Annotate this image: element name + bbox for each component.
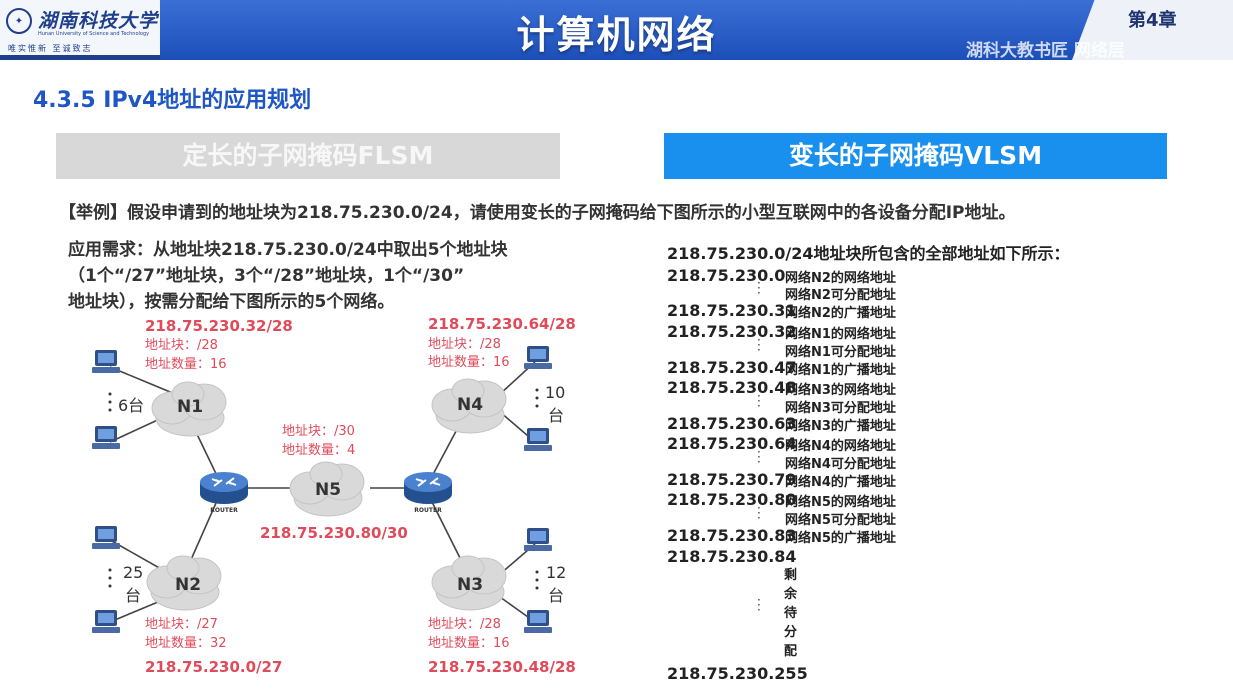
university-seal-icon: ✦ — [6, 8, 32, 34]
address-description: 网络N4可分配地址 — [785, 457, 896, 472]
network-topology-diagram: N1 N2 N3 N4 N5 ROUTER ROUTER 6台 25 台 12 … — [92, 315, 576, 676]
n1-address-block: 218.75.230.32/28 — [145, 317, 293, 335]
router-label: ROUTER — [210, 507, 238, 514]
address-value: 218.75.230.0 — [667, 266, 786, 285]
address-description: 网络N1的广播地址 — [785, 363, 896, 378]
n4-block-size: 地址块：/28 — [428, 337, 501, 352]
router-icon — [403, 471, 453, 505]
address-value: 218.75.230.84 — [667, 547, 797, 566]
chapter-label: 第4章 — [1128, 10, 1177, 31]
host-count-n3: 12 — [546, 563, 566, 582]
address-value: 218.75.230.47 — [667, 358, 797, 377]
requirement-line: 应用需求：从地址块218.75.230.0/24中取出5个地址块 — [68, 240, 508, 260]
pc-icon — [524, 346, 552, 369]
address-value: 218.75.230.32 — [667, 322, 797, 341]
address-description: 网络N2可分配地址 — [785, 288, 896, 303]
pc-icon — [92, 350, 120, 373]
host-count-unit: 台 — [125, 586, 141, 605]
router-icon — [199, 471, 249, 505]
n3-address-count: 地址数量：16 — [428, 636, 510, 651]
ellipsis-icon: ··· — [757, 593, 761, 617]
course-title: 计算机网络 — [516, 13, 717, 57]
address-description: 网络N1可分配地址 — [785, 345, 896, 360]
logo-english-name: Hunan University of Science and Technolo… — [38, 31, 150, 37]
address-description: 网络N4的广播地址 — [785, 475, 896, 490]
ellipsis-icon: ··· — [757, 276, 761, 300]
tab-flsm[interactable]: 定长的子网掩码FLSM — [56, 133, 560, 179]
ellipsis-icon: ··· — [757, 501, 761, 525]
cloud-label-n4: N4 — [457, 395, 483, 415]
host-count-n2: 25 — [123, 563, 143, 582]
n3-address-block: 218.75.230.48/28 — [428, 658, 576, 676]
address-value: 218.75.230.80 — [667, 490, 797, 509]
pc-icon — [524, 610, 552, 633]
pc-icon — [92, 426, 120, 449]
address-description: 网络N5可分配地址 — [785, 513, 896, 528]
address-list-heading: 218.75.230.0/24地址块所包含的全部地址如下所示： — [667, 244, 1070, 263]
tab-vlsm[interactable]: 变长的子网掩码VLSM — [664, 133, 1167, 179]
address-description: 网络N2的广播地址 — [785, 306, 896, 321]
n2-block-size: 地址块：/27 — [145, 617, 218, 632]
logo-chinese-name: 湖南科技大学 — [38, 10, 159, 32]
cloud-label-n3: N3 — [457, 575, 483, 595]
cloud-label-n1: N1 — [177, 397, 203, 417]
n4-address-block: 218.75.230.64/28 — [428, 315, 576, 333]
n1-address-count: 地址数量：16 — [145, 357, 227, 372]
pc-icon — [524, 428, 552, 451]
address-description: 网络N3的广播地址 — [785, 419, 896, 434]
address-description: 网络N3的网络地址 — [785, 383, 896, 398]
address-description: 网络N3可分配地址 — [785, 401, 896, 416]
address-value: 218.75.230.64 — [667, 434, 797, 453]
chapter-panel — [1072, 0, 1233, 60]
address-value: 218.75.230.31 — [667, 301, 797, 320]
pc-icon — [92, 610, 120, 633]
address-value: 218.75.230.63 — [667, 414, 797, 433]
logo-underline — [0, 55, 160, 60]
logo-motto: 唯实惟新 至诚致志 — [8, 44, 93, 53]
router-label: ROUTER — [414, 507, 442, 514]
n4-address-count: 地址数量：16 — [428, 355, 510, 370]
host-count-n4: 10 — [545, 383, 565, 402]
n2-address-block: 218.75.230.0/27 — [145, 658, 282, 676]
host-ellipsis — [108, 388, 539, 590]
host-count-unit: 台 — [548, 406, 564, 425]
requirement-line: 地址块），按需分配给下图所示的5个网络。 — [68, 292, 395, 312]
address-description: 网络N2的网络地址 — [785, 271, 896, 286]
requirement-text: 应用需求：从地址块218.75.230.0/24中取出5个地址块 （1个“/27… — [68, 237, 608, 315]
pc-icon — [524, 528, 552, 551]
remaining-unallocated-label: 剩余待分配 — [784, 568, 798, 659]
address-value: 218.75.230.83 — [667, 526, 797, 545]
host-count-unit: 台 — [548, 586, 564, 605]
n5-address-count: 地址数量：4 — [282, 443, 355, 458]
ellipsis-icon: ··· — [757, 333, 761, 357]
n5-block-size: 地址块：/30 — [282, 424, 355, 439]
address-value: 218.75.230.79 — [667, 470, 797, 489]
host-count-n1: 6台 — [118, 396, 144, 415]
n5-address-block: 218.75.230.80/30 — [260, 524, 408, 542]
cloud-label-n2: N2 — [175, 575, 201, 595]
address-description: 网络N5的广播地址 — [785, 531, 896, 546]
requirement-line: （1个“/27”地址块，3个“/28”地址块，1个“/30” — [68, 266, 465, 286]
watermark-text: 湖科大教书匠 网络层 — [966, 41, 1125, 61]
ellipsis-icon: ··· — [757, 389, 761, 413]
pc-icon — [92, 526, 120, 549]
address-description: 网络N5的网络地址 — [785, 495, 896, 510]
section-title: 4.3.5 IPv4地址的应用规划 — [33, 88, 312, 113]
last-address: 218.75.230.255 — [667, 664, 808, 683]
address-description: 网络N4的网络地址 — [785, 439, 896, 454]
address-value: 218.75.230.48 — [667, 378, 797, 397]
header-bar — [0, 0, 1233, 60]
n2-address-count: 地址数量：32 — [145, 636, 227, 651]
n1-block-size: 地址块：/28 — [145, 338, 218, 353]
ellipsis-icon: ··· — [757, 445, 761, 469]
address-description: 网络N1的网络地址 — [785, 327, 896, 342]
n3-block-size: 地址块：/28 — [428, 617, 501, 632]
example-statement: 【举例】假设申请到的地址块为218.75.230.0/24，请使用变长的子网掩码… — [59, 203, 1016, 223]
cloud-label-n5: N5 — [315, 480, 341, 500]
